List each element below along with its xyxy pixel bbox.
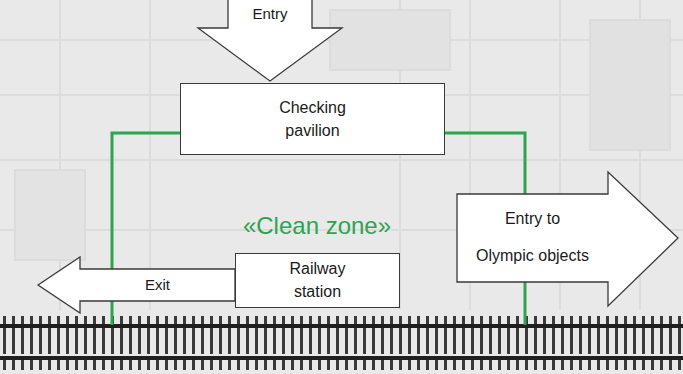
entry-arrow-outline <box>456 171 680 307</box>
node-text: Exit <box>145 276 170 294</box>
entry-arrow: Entry to Olympic objects <box>456 171 680 307</box>
process-box: Checking pavilion <box>180 83 445 155</box>
node-text: Entry to Olympic objects <box>475 201 591 275</box>
node-text: Railway station <box>288 258 348 303</box>
text-area: Exit <box>80 269 235 301</box>
node-text: Checking pavilion <box>278 96 348 142</box>
exit-arrow: Exit <box>36 256 236 314</box>
station-box: Railway station <box>235 253 400 308</box>
zone-label: «Clean zone» <box>243 212 391 240</box>
text-area: Entry <box>228 0 312 28</box>
text-area: Entry to Olympic objects <box>457 194 608 282</box>
building-facade <box>0 0 683 310</box>
exit-arrow-outline <box>36 256 236 314</box>
node-text: Entry <box>252 5 287 23</box>
railway-track <box>0 316 683 370</box>
entry-arrow: Entry <box>196 0 344 82</box>
